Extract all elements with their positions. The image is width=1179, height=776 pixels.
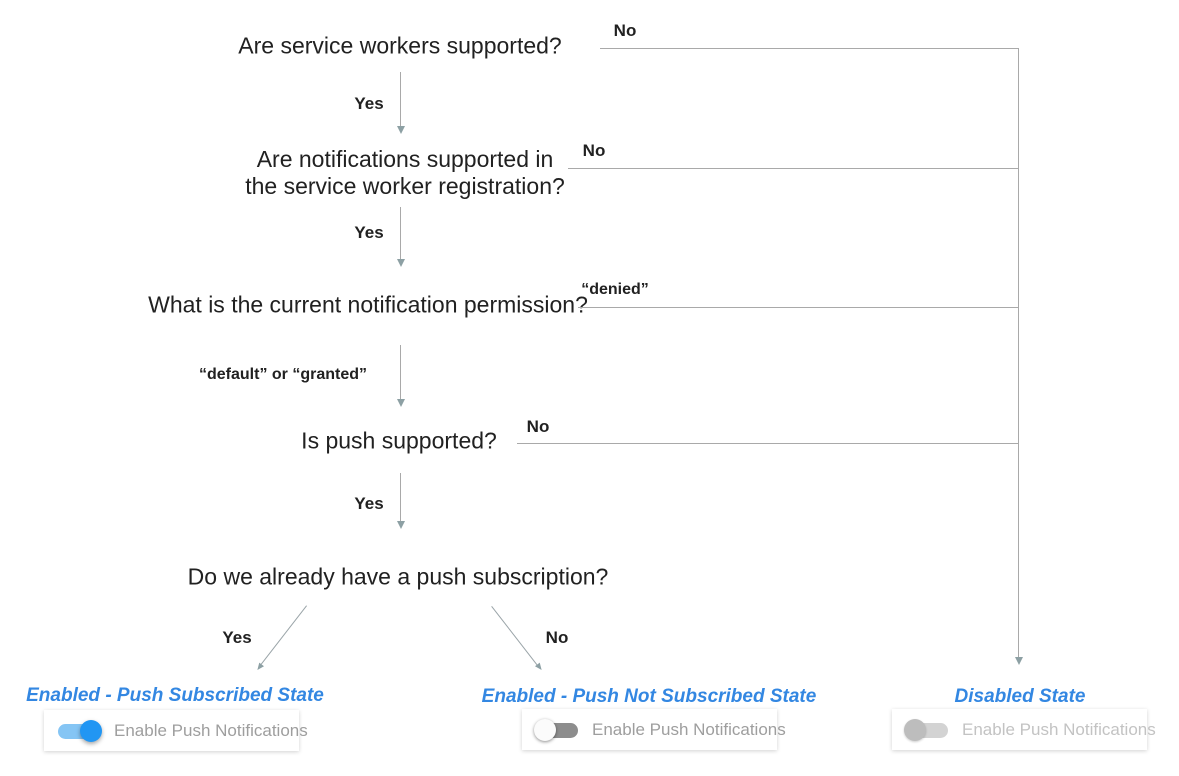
- push-toggle-off[interactable]: [534, 718, 580, 742]
- toggle-knob-icon: [80, 719, 102, 742]
- state-title-enabled-not-subscribed: Enabled - Push Not Subscribed State: [481, 686, 817, 707]
- card-enabled-subscribed: Enable Push Notifications: [44, 710, 308, 751]
- connector-q3-yes: [400, 345, 401, 400]
- toggle-label: Enable Push Notifications: [592, 719, 786, 739]
- branch-label-q1-yes: Yes: [354, 94, 384, 113]
- toggle-knob-icon: [904, 718, 926, 741]
- question-service-workers-supported: Are service workers supported?: [238, 32, 562, 59]
- branch-label-q5-yes: Yes: [222, 628, 252, 647]
- arrowhead-icon: [397, 259, 405, 267]
- state-title-enabled-subscribed: Enabled - Push Subscribed State: [26, 685, 324, 706]
- question-push-supported: Is push supported?: [301, 427, 497, 454]
- branch-label-q3-default-or-granted: “default” or “granted”: [198, 366, 368, 383]
- card-enabled-not-subscribed: Enable Push Notifications: [522, 709, 786, 750]
- arrowhead-icon: [397, 521, 405, 529]
- question-notifications-supported: Are notifications supported in the servi…: [225, 146, 585, 200]
- question-notifications-supported-line1: Are notifications supported in: [256, 146, 554, 172]
- connector-q4-no: [517, 443, 1018, 444]
- toggle-label: Enable Push Notifications: [962, 719, 1156, 739]
- connector-q4-yes: [400, 473, 401, 522]
- branch-label-q2-no: No: [582, 141, 606, 160]
- toggle-knob-icon: [534, 718, 556, 741]
- branch-label-q4-no: No: [526, 417, 550, 436]
- question-existing-push-subscription: Do we already have a push subscription?: [187, 563, 609, 590]
- arrowhead-icon: [397, 399, 405, 407]
- push-toggle-disabled: [904, 718, 950, 742]
- arrowhead-icon: [535, 662, 545, 672]
- card-disabled: Enable Push Notifications: [892, 709, 1156, 750]
- state-title-disabled: Disabled State: [954, 686, 1086, 707]
- connector-q2-no: [568, 168, 1018, 169]
- connector-q5-yes: [255, 605, 307, 673]
- push-toggle-on[interactable]: [56, 719, 102, 743]
- branch-label-q1-no: No: [613, 21, 637, 40]
- connector-disabled-trunk: [1018, 48, 1019, 657]
- branch-label-q5-no: No: [545, 628, 569, 647]
- question-notification-permission: What is the current notification permiss…: [148, 291, 588, 318]
- toggle-label: Enable Push Notifications: [114, 720, 308, 740]
- question-notifications-supported-line2: the service worker registration?: [245, 173, 565, 199]
- connector-q1-no: [600, 48, 1018, 49]
- connector-q5-no: [491, 606, 545, 672]
- connector-q3-denied: [578, 307, 1018, 308]
- branch-label-q4-yes: Yes: [354, 494, 384, 513]
- connector-q2-yes: [400, 207, 401, 260]
- branch-label-q2-yes: Yes: [354, 223, 384, 242]
- arrowhead-icon: [1015, 657, 1023, 665]
- arrowhead-icon: [255, 662, 265, 673]
- arrowhead-icon: [397, 126, 405, 134]
- branch-label-q3-denied: “denied”: [581, 281, 649, 298]
- connector-q1-yes: [400, 72, 401, 127]
